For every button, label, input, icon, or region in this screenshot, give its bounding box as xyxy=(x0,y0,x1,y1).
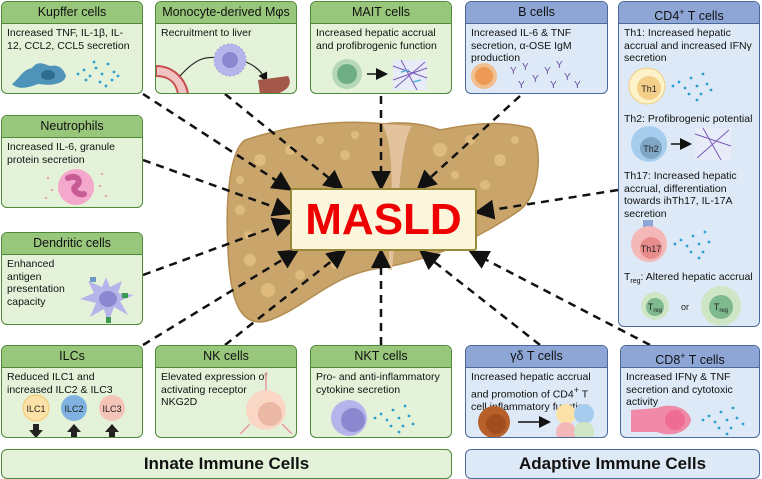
th2-label: Th2 xyxy=(643,144,659,154)
arrow-neutrophils xyxy=(142,158,293,217)
arrow-dendritic xyxy=(142,217,293,277)
treg-rest: : Altered hepatic accrual xyxy=(640,271,753,283)
treg-t: T xyxy=(624,271,631,283)
cd8-t-cell-icon xyxy=(631,405,745,436)
th2-cell-icon: Th2 xyxy=(631,126,732,162)
innate-immune-cells-banner: Innate Immune Cells xyxy=(1,449,452,479)
title-main: CD8 xyxy=(655,353,681,368)
card-title: MAIT cells xyxy=(311,2,451,24)
nk-cell-icon xyxy=(239,372,293,435)
th1-description: Th1: Increased hepatic accrual and incre… xyxy=(624,27,752,64)
gd-t-cell-icon xyxy=(478,404,594,437)
arrow-cd8 xyxy=(468,250,651,347)
card-description: Enhanced antigen presentation capacity xyxy=(7,258,65,308)
card-neutrophils: Neutrophils Increased IL-6, granule prot… xyxy=(1,115,143,208)
svg-text:Y: Y xyxy=(532,74,539,85)
arrow-gd xyxy=(419,249,541,346)
ilc2-label: ILC2 xyxy=(64,404,83,414)
title-rest: T cells xyxy=(684,9,724,24)
connector-arrows xyxy=(142,92,651,347)
svg-text:Y: Y xyxy=(564,72,571,83)
card-title: Kupffer cells xyxy=(2,2,142,24)
desc-sup: + xyxy=(573,384,579,395)
card-monocyte-derived-macrophages: Monocyte-derived Mφs Recruitment to live… xyxy=(155,1,297,94)
treg-small-label: Treg xyxy=(648,302,662,314)
card-cd4-t-cells: CD4+ T cells Th1: Increased hepatic accr… xyxy=(618,1,760,327)
th17-description: Th17: Increased hepatic accrual, differe… xyxy=(624,170,737,220)
card-b-cells: B cells Increased IL-6 & TNF secretion, … xyxy=(465,1,608,94)
card-title: Neutrophils xyxy=(2,116,142,138)
card-title: NK cells xyxy=(156,346,296,368)
arrow-down-icon xyxy=(29,424,43,437)
arrow-up-icon xyxy=(67,424,81,437)
card-nkt-cells: NKT cells Pro- and anti-inflammatory cyt… xyxy=(310,345,452,438)
svg-text:Y: Y xyxy=(544,66,551,77)
treg-description: Treg: Altered hepatic accrual xyxy=(619,268,758,289)
card-title: γδ T cells xyxy=(466,346,607,368)
title-sup: + xyxy=(680,351,686,361)
masld-label: MASLD xyxy=(290,188,477,251)
card-title: NKT cells xyxy=(311,346,451,368)
or-label: or xyxy=(681,302,689,312)
th17-cell-icon: Th17 xyxy=(631,220,711,262)
card-description: Elevated expression of activating recept… xyxy=(161,371,268,408)
card-title: B cells xyxy=(466,2,607,24)
card-nk-cells: NK cells Elevated expression of activati… xyxy=(155,345,297,438)
card-description: Increased IL-6 & TNF secretion, α-OSE Ig… xyxy=(471,27,572,64)
card-ilcs: ILCs Reduced ILC1 and increased ILC2 & I… xyxy=(1,345,143,438)
title-rest: T cells xyxy=(685,353,725,368)
card-description: Increased TNF, IL-1β, IL-12, CCL2, CCL5 … xyxy=(7,27,130,52)
treg-cells-icon: Treg or Treg xyxy=(641,286,741,326)
card-dendritic-cells: Dendritic cells Enhanced antigen present… xyxy=(1,232,143,325)
arrow-kupffer xyxy=(142,92,293,191)
treg-sub: reg xyxy=(630,278,641,286)
ilc-cells-icon: ILC1 ILC2 ILC3 xyxy=(22,394,125,437)
card-description: Increased IL-6, granule protein secretio… xyxy=(7,141,115,166)
mait-fibrosis-icon xyxy=(332,59,428,91)
treg-large-label: Treg xyxy=(714,302,728,314)
card-title: Dendritic cells xyxy=(2,233,142,255)
th2-description: Th2: Profibrogenic potential xyxy=(624,113,753,125)
svg-text:Y: Y xyxy=(510,66,517,77)
card-description: Increased IFNγ & TNF secretion and cytot… xyxy=(626,371,733,408)
card-title: Monocyte-derived Mφs xyxy=(156,2,296,24)
th1-cell-icon: Th1 xyxy=(628,67,713,105)
card-kupffer-cells: Kupffer cells Increased TNF, IL-1β, IL-1… xyxy=(1,1,143,94)
card-description: Recruitment to liver xyxy=(161,27,252,39)
card-mait-cells: MAIT cells Increased hepatic accrual and… xyxy=(310,1,452,94)
th1-label: Th1 xyxy=(641,84,657,94)
svg-text:Y: Y xyxy=(556,60,563,71)
arrow-monocyte xyxy=(224,93,344,191)
dendritic-cell-icon xyxy=(80,277,134,323)
ilc1-label: ILC1 xyxy=(26,404,45,414)
card-title: ILCs xyxy=(2,346,142,368)
arrow-bcells xyxy=(416,95,521,191)
arrow-ilcs xyxy=(142,249,300,347)
desc-part-a: Increased hepatic accrual and promotion … xyxy=(471,371,591,400)
arrow-nk xyxy=(224,248,347,346)
card-title: CD4+ T cells xyxy=(619,2,759,24)
svg-text:Y: Y xyxy=(574,80,581,91)
nkt-cell-icon xyxy=(331,400,415,436)
card-cd8-t-cells: CD8+ T cells Increased IFNγ & TNF secret… xyxy=(620,345,760,438)
card-title: CD8+ T cells xyxy=(621,346,759,368)
ilc3-label: ILC3 xyxy=(102,404,121,414)
neutrophil-icon xyxy=(45,169,107,205)
arrow-cd4 xyxy=(474,188,619,220)
card-description: Pro- and anti-inflammatory cytokine secr… xyxy=(316,371,440,396)
th17-label: Th17 xyxy=(641,244,662,254)
svg-text:Y: Y xyxy=(518,80,525,91)
svg-text:Y: Y xyxy=(522,62,529,73)
kupffer-cell-icon xyxy=(12,60,120,88)
card-description: Reduced ILC1 and increased ILC2 & ILC3 xyxy=(7,371,113,396)
adaptive-immune-cells-banner: Adaptive Immune Cells xyxy=(465,449,760,479)
svg-text:Y: Y xyxy=(550,80,557,91)
title-sup: + xyxy=(679,7,685,17)
arrow-up-icon xyxy=(105,424,119,437)
card-description: Increased hepatic accrual and profibroge… xyxy=(316,27,437,52)
monocyte-recruitment-icon xyxy=(156,43,290,93)
title-main: CD4 xyxy=(654,9,680,24)
card-gamma-delta-t-cells: γδ T cells Increased hepatic accrual and… xyxy=(465,345,608,438)
